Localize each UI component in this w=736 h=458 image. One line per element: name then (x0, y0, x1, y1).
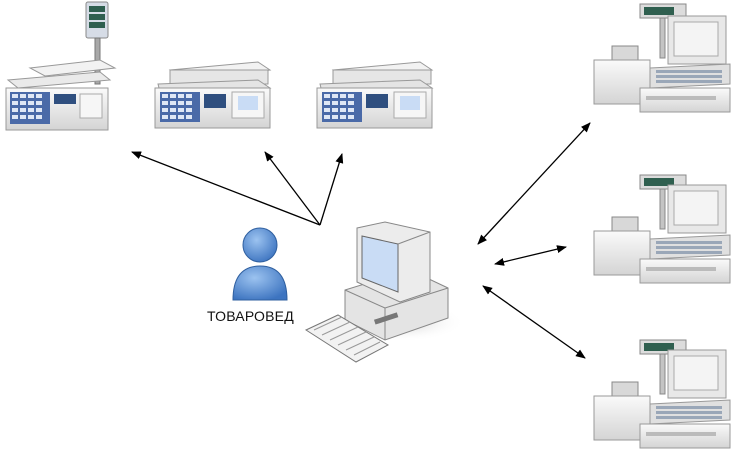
pos-terminal-1-icon (593, 3, 731, 113)
arrow-to-pos-1 (477, 122, 591, 245)
pos-terminal-2-icon (593, 174, 731, 284)
computer-icon (304, 221, 465, 363)
pos-terminal-3-icon (593, 339, 731, 449)
arrows-to-scales (131, 151, 344, 226)
scale-3-icon (316, 61, 434, 129)
scale-2-icon (154, 61, 272, 129)
arrow-to-scale-1 (131, 151, 321, 226)
arrow-to-pos-3 (482, 285, 586, 359)
arrow-to-pos-2 (494, 245, 567, 266)
arrow-to-scale-2 (264, 151, 321, 226)
user-icon (232, 227, 288, 301)
arrows-to-pos (477, 122, 591, 359)
scale-1-icon (5, 1, 117, 131)
merchandiser-label: ТОВАРОВЕД (207, 308, 294, 324)
arrow-to-scale-3 (319, 153, 344, 226)
